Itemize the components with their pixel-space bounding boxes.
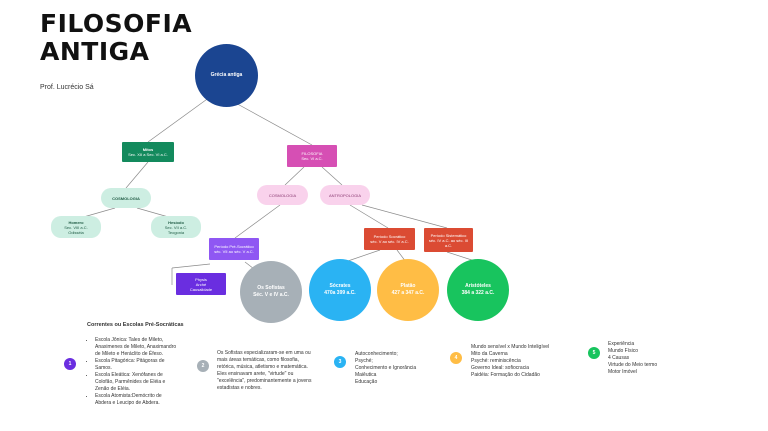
sofistas-name: Os Sofistas: [257, 285, 285, 291]
socrates-name: Sócrates: [329, 283, 351, 289]
legend-socrates-list: Autoconhecimento; Psyché; Conhecimento e…: [355, 351, 445, 386]
root-label: Grécia antiga: [210, 72, 243, 78]
sofistas-period: Séc. V e IV a.C.: [253, 292, 289, 298]
filosofia-period: Sec. VI a.C.: [301, 156, 323, 161]
school-pitagorica: Escola Pitagórica: Pitágoras de Samos.: [95, 358, 177, 372]
hesiodo-work: Teogonia: [167, 229, 185, 235]
connector-filosofia-antropologia: [321, 166, 343, 186]
filosofia-title: FILOSOFIA: [301, 151, 323, 156]
mitos-title: Mitos: [142, 147, 154, 152]
connector-root-filosofia: [231, 100, 313, 146]
platao-period: 427 a 347 a.C.: [391, 290, 425, 296]
socrates-topic-4: Maiêutica: [355, 372, 377, 378]
connector-mitos-cosmologia: [125, 161, 149, 189]
school-atomista: Escola Atomista:Demócrito de Abdera e Le…: [95, 393, 177, 407]
legend-heading: Correntes ou Escolas Pré-Socráticas: [87, 322, 184, 328]
filosofia-node: FILOSOFIA Sec. VI a.C.: [287, 145, 337, 167]
sistematico-node: Período Sistemático séc. IV a.C. ao séc.…: [424, 228, 473, 252]
legend-sofistas-text: Os Sofistas especializaram-se em uma ou …: [217, 350, 312, 391]
homero-node: Homero Sec. VIII a.C. Odisséia: [51, 216, 101, 238]
legend-platao-list: Mundo sensível x Mundo Inteligível Mito …: [471, 344, 571, 379]
root-node: Grécia antiga: [195, 44, 258, 107]
legend-schools: Escola Jônica: Tales de Mileto, Anaximen…: [87, 337, 177, 407]
sistematico-title: Período Sistemático: [430, 232, 467, 238]
page-title: FILOSOFIA ANTIGA: [40, 9, 193, 66]
author-name: Prof. Lucrécio Sá: [40, 84, 94, 91]
platao-topic-3: Psyché: reminiscência: [471, 358, 521, 364]
physis-node: Physis Arché Causalidade: [176, 273, 226, 295]
hesiodo-period: Sec. VII a.C.: [164, 224, 188, 230]
connector-root-mitos: [147, 96, 211, 143]
socratico-period: séc. V ao séc. IV a.C.: [370, 239, 409, 244]
legend-badge-1: 1: [64, 358, 76, 370]
antropologia-label: ANTROPOLOGIA: [328, 192, 361, 198]
antropologia-node: ANTROPOLOGIA: [320, 185, 370, 205]
socrates-topic-2: Psyché;: [355, 358, 373, 364]
physis-line-3: Causalidade: [189, 286, 213, 292]
socrates-period: 470a 399 a.C.: [324, 290, 356, 296]
platao-topic-1: Mundo sensível x Mundo Inteligível: [471, 344, 550, 350]
legend-aristoteles-list: Experiência Mundo Físico 4 Causas Virtud…: [608, 341, 698, 376]
socrates-topic-1: Autoconhecimento;: [355, 351, 398, 357]
mitos-period: Sec. XII a Sec. VI a.C.: [128, 152, 168, 157]
platao-name: Platão: [400, 283, 416, 289]
hesiodo-node: Hesíodo Sec. VII a.C. Teogonia: [151, 216, 201, 238]
platao-topic-4: Governo Ideal: sofiocracia: [471, 365, 530, 371]
platao-topic-2: Mito da Caverna: [471, 351, 508, 357]
homero-work: Odisséia: [68, 229, 84, 235]
sistematico-period: séc. IV a.C. ao séc. III: [428, 237, 469, 243]
connector-cosmologia-presocratico: [234, 204, 281, 239]
aristoteles-period: 384 a 322 a.C.: [461, 290, 495, 296]
legend-badge-4: 4: [450, 352, 462, 364]
mitos-node: Mitos Sec. XII a Sec. VI a.C.: [122, 142, 174, 162]
presocratico-title: Período Pré-Socrático: [214, 244, 254, 249]
aristoteles-name: Aristóteles: [465, 283, 491, 289]
school-eleatica: Escola Eleática: Xenófanes de Colofão, P…: [95, 372, 177, 393]
legend-badge-3: 3: [334, 356, 346, 368]
aristoteles-topic-2: Mundo Físico: [608, 348, 639, 354]
socratico-title: Período Socrático: [373, 234, 406, 239]
platao-topic-5: Paidéia: Formação do Cidadão: [471, 372, 540, 378]
aristoteles-node: Aristóteles 384 a 322 a.C.: [447, 259, 509, 321]
presocratico-period: séc. VII ao séc. V a.C.: [214, 249, 254, 254]
cosmologia-mitos-label: COSMOLOGIA: [112, 195, 140, 201]
connector-presocratico-physis: [171, 263, 211, 269]
platao-node: Platão 427 a 347 a.C.: [377, 259, 439, 321]
homero-name: Homero: [68, 219, 84, 225]
legend-badge-2: 2: [197, 360, 209, 372]
aristoteles-topic-1: Experiência: [608, 341, 635, 347]
cosmologia-mitos-node: COSMOLOGIA: [101, 188, 151, 208]
connector-filosofia-cosmologia: [284, 166, 305, 186]
presocratico-node: Período Pré-Socrático séc. VII ao séc. V…: [209, 238, 259, 260]
physis-line-1: Physis: [195, 276, 207, 282]
sistematico-period-2: a.C.: [444, 242, 453, 248]
aristoteles-topic-4: Virtude do Meio termo: [608, 362, 658, 368]
socrates-topic-3: Conhecimento e Ignorância: [355, 365, 417, 371]
socrates-topic-5: Educação: [355, 379, 378, 385]
hesiodo-name: Hesíodo: [168, 219, 184, 225]
school-jonica: Escola Jônica: Tales de Mileto, Anaximen…: [95, 337, 177, 358]
cosmologia-node: COSMOLOGIA: [257, 185, 308, 205]
physis-line-2: Arché: [195, 281, 207, 287]
socratico-node: Período Socrático séc. V ao séc. IV a.C.: [364, 228, 415, 250]
cosmologia-label: COSMOLOGIA: [268, 192, 297, 198]
socrates-node: Sócrates 470a 399 a.C.: [309, 259, 371, 321]
connector-antropologia-socratico: [349, 204, 389, 229]
sofistas-node: Os Sofistas Séc. V e IV a.C.: [240, 261, 302, 323]
aristoteles-topic-5: Motor Imóvel: [608, 369, 637, 375]
legend-badge-5: 5: [588, 347, 600, 359]
connector-antropologia-sistematico: [361, 204, 448, 229]
homero-period: Sec. VIII a.C.: [64, 224, 88, 230]
aristoteles-topic-3: 4 Causas: [608, 355, 630, 361]
